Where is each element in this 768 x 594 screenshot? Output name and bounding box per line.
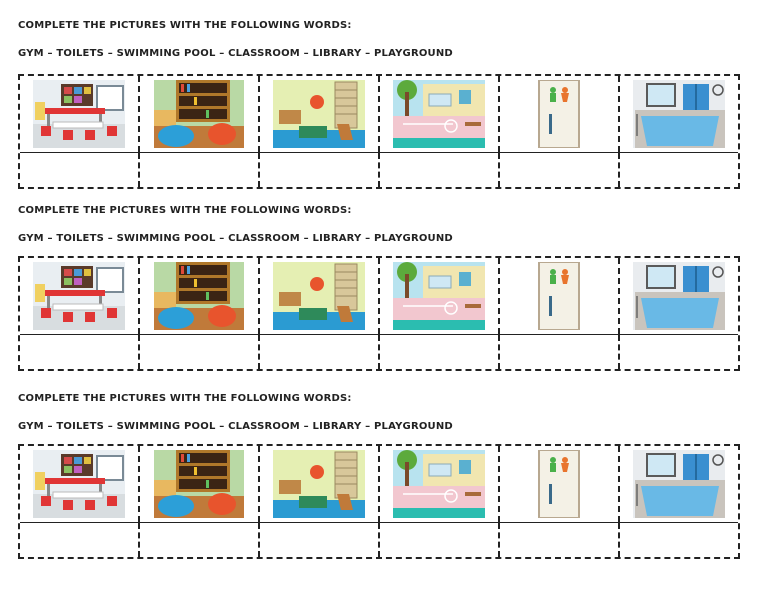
picture-cell-gym — [260, 258, 380, 334]
answers-row — [20, 152, 738, 187]
toilets-picture — [513, 450, 605, 518]
pictures-row — [20, 76, 738, 152]
picture-cell-playground — [380, 258, 500, 334]
answers-row — [20, 334, 738, 369]
word-bank: GYM – TOILETS – SWIMMING POOL – CLASSROO… — [18, 233, 453, 244]
answer-box[interactable] — [620, 335, 738, 369]
picture-cell-swimming-pool — [620, 76, 738, 152]
picture-cell-playground — [380, 76, 500, 152]
picture-cell-toilets — [500, 76, 620, 152]
instruction-text: COMPLETE THE PICTURES WITH THE FOLLOWING… — [18, 205, 352, 216]
playground-picture — [393, 80, 485, 148]
classroom-picture — [33, 450, 125, 518]
answer-box[interactable] — [500, 523, 620, 557]
picture-cell-library — [140, 76, 260, 152]
picture-cell-classroom — [20, 258, 140, 334]
classroom-picture — [33, 262, 125, 330]
swimming-pool-picture — [633, 80, 725, 148]
gym-picture — [273, 450, 365, 518]
answer-box[interactable] — [260, 153, 380, 187]
toilets-picture — [513, 80, 605, 148]
answer-box[interactable] — [140, 335, 260, 369]
answer-box[interactable] — [380, 153, 500, 187]
playground-picture — [393, 450, 485, 518]
playground-picture — [393, 262, 485, 330]
answer-box[interactable] — [20, 335, 140, 369]
word-bank: GYM – TOILETS – SWIMMING POOL – CLASSROO… — [18, 421, 453, 432]
answer-box[interactable] — [20, 153, 140, 187]
picture-table — [18, 256, 740, 371]
picture-cell-classroom — [20, 446, 140, 522]
picture-table — [18, 74, 740, 189]
answer-box[interactable] — [380, 335, 500, 369]
answer-box[interactable] — [500, 153, 620, 187]
picture-cell-library — [140, 258, 260, 334]
word-bank: GYM – TOILETS – SWIMMING POOL – CLASSROO… — [18, 48, 453, 59]
picture-cell-library — [140, 446, 260, 522]
classroom-picture — [33, 80, 125, 148]
library-picture — [154, 80, 244, 148]
picture-cell-swimming-pool — [620, 258, 738, 334]
pictures-row — [20, 258, 738, 334]
picture-cell-toilets — [500, 446, 620, 522]
picture-cell-swimming-pool — [620, 446, 738, 522]
answer-box[interactable] — [140, 153, 260, 187]
answers-row — [20, 522, 738, 557]
picture-table — [18, 444, 740, 559]
gym-picture — [273, 262, 365, 330]
picture-cell-toilets — [500, 258, 620, 334]
swimming-pool-picture — [633, 262, 725, 330]
swimming-pool-picture — [633, 450, 725, 518]
instruction-text: COMPLETE THE PICTURES WITH THE FOLLOWING… — [18, 393, 352, 404]
picture-cell-gym — [260, 76, 380, 152]
library-picture — [154, 262, 244, 330]
library-picture — [154, 450, 244, 518]
instruction-text: COMPLETE THE PICTURES WITH THE FOLLOWING… — [18, 20, 352, 31]
answer-box[interactable] — [260, 523, 380, 557]
picture-cell-playground — [380, 446, 500, 522]
picture-cell-gym — [260, 446, 380, 522]
answer-box[interactable] — [500, 335, 620, 369]
pictures-row — [20, 446, 738, 522]
picture-cell-classroom — [20, 76, 140, 152]
toilets-picture — [513, 262, 605, 330]
answer-box[interactable] — [20, 523, 140, 557]
gym-picture — [273, 80, 365, 148]
answer-box[interactable] — [260, 335, 380, 369]
answer-box[interactable] — [380, 523, 500, 557]
answer-box[interactable] — [620, 523, 738, 557]
answer-box[interactable] — [620, 153, 738, 187]
answer-box[interactable] — [140, 523, 260, 557]
